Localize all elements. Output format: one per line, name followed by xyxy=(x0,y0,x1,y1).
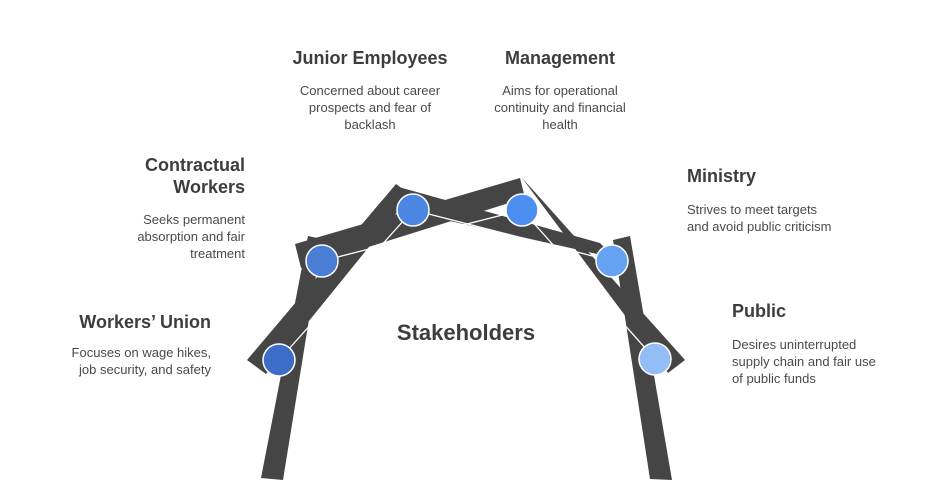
center-label: Stakeholders xyxy=(396,320,536,345)
stakeholder-title-management: Management xyxy=(504,48,616,68)
stakeholder-desc-ministry: Strives to meet targets and avoid public… xyxy=(687,202,832,234)
stakeholder-node xyxy=(505,193,539,227)
stakeholder-nodes xyxy=(262,193,672,377)
stakeholder-title-workers-union: Workers’ Union xyxy=(79,312,211,332)
stakeholder-desc-junior-employees: Concerned about career prospects and fea… xyxy=(299,83,441,132)
stakeholder-title-public: Public xyxy=(732,301,787,321)
connector-lines xyxy=(278,209,656,361)
stakeholder-title-junior-employees: Junior Employees xyxy=(292,48,448,68)
stakeholder-node xyxy=(305,244,339,278)
stakeholder-node xyxy=(638,342,672,376)
stakeholder-node xyxy=(595,244,629,278)
beam-right-diagonal xyxy=(522,178,685,373)
stakeholder-node xyxy=(396,193,430,227)
stakeholder-desc-workers-union: Focuses on wage hikes, job security, and… xyxy=(71,345,211,377)
beam-top-falling xyxy=(395,186,615,258)
stakeholder-title-ministry: Ministry xyxy=(687,166,757,186)
stakeholder-desc-public: Desires uninterrupted supply chain and f… xyxy=(732,337,876,386)
stakeholder-node xyxy=(262,343,296,377)
stakeholder-desc-contractual-workers: Seeks permanent absorption and fair trea… xyxy=(137,212,245,261)
stakeholder-title-contractual-workers: Contractual Workers xyxy=(144,155,245,197)
stakeholder-desc-management: Aims for operational continuity and fina… xyxy=(494,83,626,132)
